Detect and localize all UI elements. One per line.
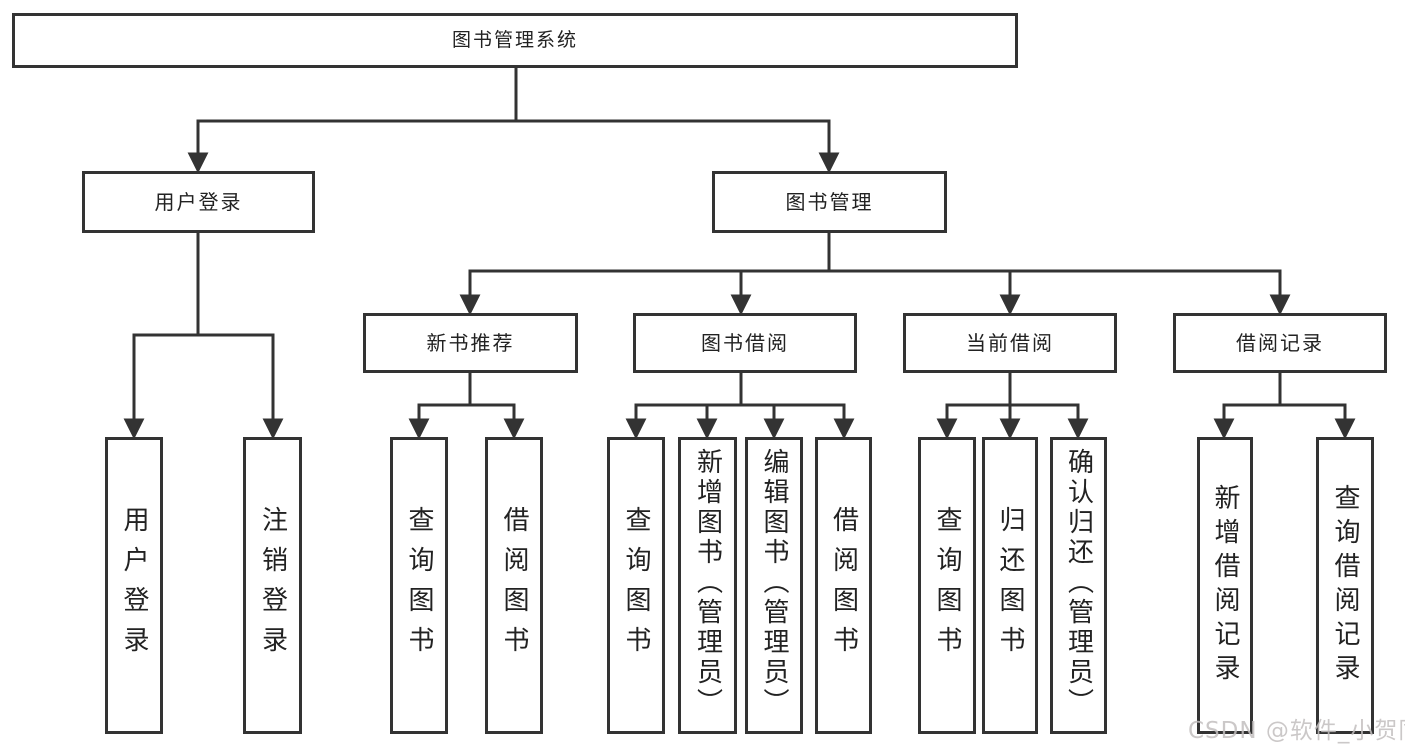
node-root: 图书管理系统 <box>12 13 1018 68</box>
leaf-user-login: 用户登录 <box>105 437 163 734</box>
leaf-edit-book-admin: 编辑图书（管理员） <box>745 437 803 734</box>
leaf-return-book: 归还图书 <box>982 437 1038 734</box>
leaf-query-book-1: 查询图书 <box>390 437 448 734</box>
leaf-query-borrow-record: 查询借阅记录 <box>1316 437 1374 734</box>
node-user-login-label: 用户登录 <box>154 190 243 214</box>
leaf-borrow-book-1: 借阅图书 <box>485 437 543 734</box>
leaf-add-borrow-record: 新增借阅记录 <box>1197 437 1253 734</box>
leaf-add-book-admin: 新增图书（管理员） <box>678 437 737 734</box>
node-book-management-label: 图书管理 <box>785 190 874 214</box>
leaf-borrow-book-2: 借阅图书 <box>815 437 872 734</box>
node-user-login: 用户登录 <box>82 171 315 233</box>
csdn-watermark: CSDN @软件_小贺同学 <box>1188 718 1405 744</box>
node-book-borrow: 图书借阅 <box>633 313 857 373</box>
node-root-label: 图书管理系统 <box>451 29 578 51</box>
leaf-query-book-3: 查询图书 <box>918 437 976 734</box>
leaf-confirm-return-admin: 确认归还（管理员） <box>1050 437 1107 734</box>
leaf-logout: 注销登录 <box>243 437 302 734</box>
node-current-borrow: 当前借阅 <box>903 313 1117 373</box>
node-new-book-recommend: 新书推荐 <box>363 313 578 373</box>
leaf-query-book-2: 查询图书 <box>607 437 665 734</box>
node-book-management: 图书管理 <box>712 171 947 233</box>
node-borrow-record: 借阅记录 <box>1173 313 1387 373</box>
